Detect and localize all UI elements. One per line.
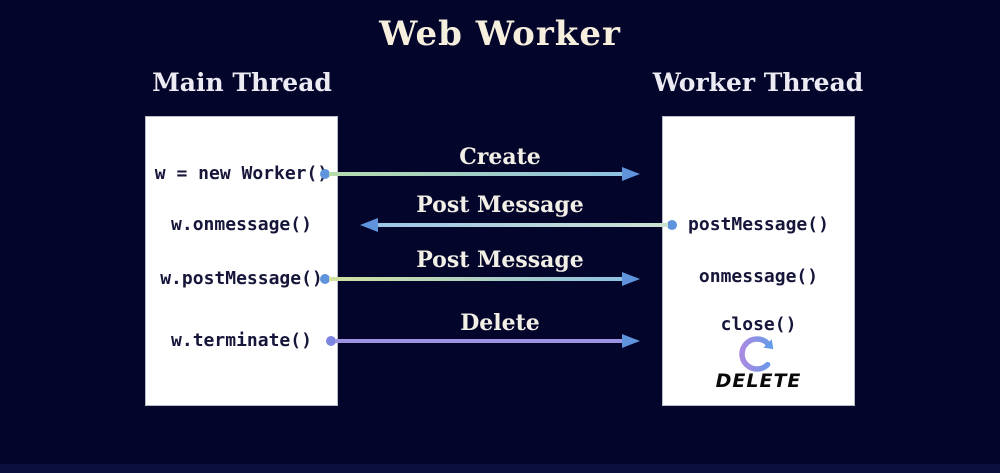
worker-thread-heading: Worker Thread xyxy=(652,68,864,97)
arrow-post-message-to-worker xyxy=(320,272,640,286)
main-call-new-worker: w = new Worker() xyxy=(154,163,329,184)
bottom-edge-strip xyxy=(0,464,1000,473)
main-thread-panel: w = new Worker() w.onmessage() w.postMes… xyxy=(145,116,338,406)
arrowhead-right-icon xyxy=(622,334,640,348)
arrow-label-delete: Delete xyxy=(460,310,540,336)
arrow-label-post-message-2: Post Message xyxy=(416,247,584,273)
main-thread-heading: Main Thread xyxy=(152,68,332,97)
worker-call-postmessage: postMessage() xyxy=(688,214,829,235)
arrowhead-right-icon xyxy=(622,272,640,286)
arrowhead-left-icon xyxy=(360,218,378,232)
arrow-label-create: Create xyxy=(459,144,541,170)
arrow-post-message-to-main xyxy=(360,218,677,232)
circular-arrow-icon xyxy=(735,332,779,376)
main-call-terminate: w.terminate() xyxy=(171,330,312,351)
main-call-onmessage: w.onmessage() xyxy=(171,214,312,235)
delete-caption: DELETE xyxy=(715,370,802,392)
arrow-delete xyxy=(326,334,640,348)
worker-call-close: close() xyxy=(720,314,797,335)
worker-call-onmessage: onmessage() xyxy=(698,266,819,287)
main-call-postmessage: w.postMessage() xyxy=(160,268,323,289)
worker-thread-panel: postMessage() onmessage() close() DELETE xyxy=(662,116,855,406)
arrow-label-post-message-1: Post Message xyxy=(416,192,584,218)
page-title: Web Worker xyxy=(379,14,621,54)
